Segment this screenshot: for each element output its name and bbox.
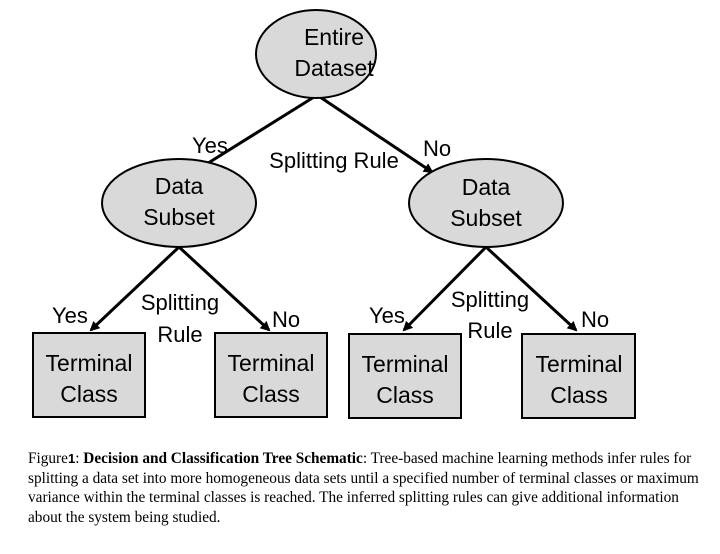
caption-colon: :	[75, 450, 84, 467]
caption-title: Decision and Classification Tree Schemat…	[83, 450, 363, 467]
edge-right-subset-to-leaf-3	[402, 245, 488, 332]
decision-tree-diagram: Entire Dataset Data Subset Data Subset T…	[32, 9, 636, 419]
left-no-label: No	[272, 307, 300, 332]
left-splitting-rule-line1: Splitting	[141, 290, 219, 315]
right-yes-label: Yes	[369, 303, 405, 328]
left-subset-label-line2: Subset	[143, 204, 215, 230]
terminal-class-node-4: Terminal Class	[521, 333, 636, 419]
terminal-class-node-2: Terminal Class	[214, 332, 328, 418]
terminal-class-node-3: Terminal Class	[348, 333, 462, 419]
root-no-label: No	[423, 136, 451, 161]
left-splitting-rule-line2: Rule	[157, 322, 202, 347]
terminal-class-1-line1: Terminal	[46, 350, 133, 376]
figure-caption: Figure1: Decision and Classification Tre…	[28, 449, 700, 527]
terminal-class-2-line1: Terminal	[228, 350, 315, 376]
left-data-subset-node: Data Subset	[101, 158, 257, 248]
right-subset-label-line2: Subset	[450, 205, 522, 231]
left-yes-label: Yes	[52, 303, 88, 328]
edge-left-subset-to-leaf-1	[89, 245, 181, 332]
terminal-class-2-line2: Class	[242, 381, 300, 407]
edge-root-to-left-subset	[195, 95, 315, 172]
right-no-label: No	[581, 307, 609, 332]
right-splitting-rule-line1: Splitting	[451, 287, 529, 312]
root-node-label-line1: Entire	[304, 24, 364, 50]
left-subset-label-line1: Data	[155, 173, 204, 199]
terminal-class-4-line2: Class	[550, 382, 608, 408]
right-splitting-rule-line2: Rule	[467, 318, 512, 343]
root-splitting-rule-label: Splitting Rule	[269, 148, 399, 173]
caption-body: : Tree-based machine learning methods in…	[28, 450, 699, 526]
terminal-class-3-line2: Class	[376, 382, 434, 408]
terminal-class-node-1: Terminal Class	[32, 332, 146, 418]
right-subset-label-line1: Data	[462, 174, 511, 200]
edge-left-subset-to-leaf-2	[177, 245, 271, 332]
terminal-class-1-line2: Class	[60, 381, 118, 407]
terminal-class-4-line1: Terminal	[536, 351, 623, 377]
terminal-class-3-line1: Terminal	[362, 351, 449, 377]
root-node: Entire Dataset	[255, 9, 377, 99]
root-yes-label: Yes	[192, 133, 228, 158]
root-node-label-line2: Dataset	[294, 55, 374, 81]
right-data-subset-node: Data Subset	[408, 158, 564, 248]
edge-root-to-right-subset	[319, 95, 434, 174]
caption-prefix: Figure	[28, 450, 68, 467]
caption-figure-number: 1	[67, 451, 76, 466]
edge-right-subset-to-leaf-4	[484, 245, 578, 332]
